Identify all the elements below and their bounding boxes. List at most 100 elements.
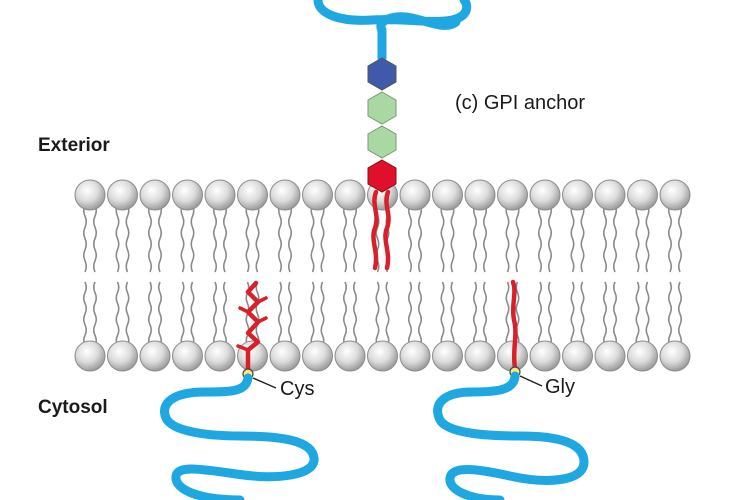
lipid-tail bbox=[287, 204, 293, 273]
lipid-tail bbox=[385, 281, 390, 347]
lipid-tails bbox=[82, 204, 683, 347]
lipid-tail bbox=[612, 281, 618, 347]
lipid-tail bbox=[157, 204, 163, 273]
lipid-tail bbox=[375, 281, 380, 347]
lipid-head-group bbox=[659, 179, 691, 211]
lipid-tail bbox=[255, 204, 260, 273]
lipid-head-group bbox=[464, 340, 496, 372]
lipid-tail bbox=[320, 204, 325, 273]
lipid-tail bbox=[115, 204, 120, 273]
lipid-tail bbox=[570, 281, 575, 347]
lipid-head-group bbox=[367, 340, 398, 372]
lipid-tail bbox=[157, 281, 163, 347]
lipid-tail bbox=[677, 204, 683, 273]
gly-label: Gly bbox=[545, 376, 575, 398]
lipid-head-group bbox=[627, 179, 658, 211]
lipid-tail bbox=[212, 281, 218, 347]
lipid-tail bbox=[602, 204, 608, 273]
lipid-head-group bbox=[399, 340, 431, 372]
lipid-tail bbox=[407, 281, 413, 347]
lipid-head-group bbox=[432, 179, 463, 211]
lipid-head-group bbox=[74, 179, 106, 211]
cys-protein-chain bbox=[160, 373, 319, 500]
lipid-tail bbox=[580, 281, 585, 347]
lipid-head-group bbox=[172, 179, 203, 211]
blue-hexagon bbox=[367, 57, 397, 91]
lipid-tail bbox=[147, 204, 153, 273]
lipid-head-group bbox=[594, 179, 626, 211]
lipid-tail bbox=[245, 204, 250, 273]
lipid-tail bbox=[287, 281, 293, 347]
lipid-head-group bbox=[204, 179, 236, 211]
cys-pointer-line bbox=[252, 377, 277, 389]
lipid-tail bbox=[92, 204, 98, 273]
lipid-head-group bbox=[334, 340, 366, 372]
lipid-tail bbox=[440, 204, 445, 273]
lipid-tail bbox=[147, 281, 153, 347]
lipid-tail bbox=[417, 281, 423, 347]
green-hexagon bbox=[367, 125, 397, 159]
lipid-tail bbox=[472, 281, 478, 347]
lipid-tail bbox=[570, 204, 575, 273]
lipid-tail bbox=[537, 204, 543, 273]
lipid-tail bbox=[125, 204, 130, 273]
lipid-head-group bbox=[302, 179, 333, 211]
cys-label: Cys bbox=[280, 378, 315, 400]
lipid-tail bbox=[82, 204, 88, 273]
gly-protein-chain bbox=[433, 371, 589, 500]
lipid-tail bbox=[505, 281, 510, 347]
lipid-head-group bbox=[562, 179, 593, 211]
lipid-tail bbox=[515, 204, 520, 273]
lipid-head-group bbox=[302, 340, 333, 372]
lipid-tail bbox=[352, 204, 358, 273]
lipid-head-group bbox=[269, 179, 301, 211]
lipid-tail bbox=[537, 281, 543, 347]
lipid-tail bbox=[635, 204, 640, 273]
lipid-tail bbox=[255, 281, 260, 347]
lipid-head-group bbox=[659, 340, 691, 372]
lipid-tail bbox=[310, 204, 315, 273]
lipid-tail bbox=[180, 281, 185, 347]
lipid-head-group bbox=[529, 179, 561, 211]
lipid-head-group bbox=[497, 179, 528, 211]
lipid-tail bbox=[352, 281, 358, 347]
lipid-tail bbox=[482, 281, 488, 347]
gly-pointer-line bbox=[519, 375, 543, 387]
lipid-tail bbox=[450, 281, 455, 347]
exterior-label: Exterior bbox=[38, 135, 110, 156]
lipid-tail bbox=[190, 204, 195, 273]
lipid-head-group bbox=[464, 179, 496, 211]
lipid-tail bbox=[417, 204, 423, 273]
lipid-head-group bbox=[399, 179, 431, 211]
cytosol-label: Cytosol bbox=[38, 397, 108, 418]
lipid-head-group bbox=[594, 340, 626, 372]
outer-leaflet-head-groups bbox=[74, 179, 691, 211]
lipid-head-group bbox=[107, 340, 138, 372]
lipid-tail bbox=[667, 204, 673, 273]
lipid-tail bbox=[342, 281, 348, 347]
lipid-head-group bbox=[269, 340, 301, 372]
lipid-tail bbox=[222, 204, 228, 273]
lipid-tail bbox=[310, 281, 315, 347]
gpi-glycan-chain bbox=[367, 57, 397, 193]
lipid-tail bbox=[222, 281, 228, 347]
green-hexagon bbox=[367, 91, 397, 125]
gpi-lipid-tails bbox=[371, 189, 391, 271]
lipid-tail bbox=[125, 281, 130, 347]
lipid-head-group bbox=[562, 340, 593, 372]
lipid-tail bbox=[547, 204, 553, 273]
lipid-tail bbox=[472, 204, 478, 273]
lipid-head-group bbox=[172, 340, 203, 372]
lipid-tail bbox=[277, 204, 283, 273]
gpi-protein-chain bbox=[313, 0, 472, 63]
lipid-head-group bbox=[334, 179, 366, 211]
lipid-tail bbox=[440, 281, 445, 347]
lipid-tail bbox=[505, 204, 510, 273]
lipid-tail bbox=[645, 204, 650, 273]
lipid-tail bbox=[277, 281, 283, 347]
lipid-head-group bbox=[432, 340, 463, 372]
lipid-head-group bbox=[107, 179, 138, 211]
lipid-head-group bbox=[237, 179, 268, 211]
lipid-head-group bbox=[627, 340, 658, 372]
